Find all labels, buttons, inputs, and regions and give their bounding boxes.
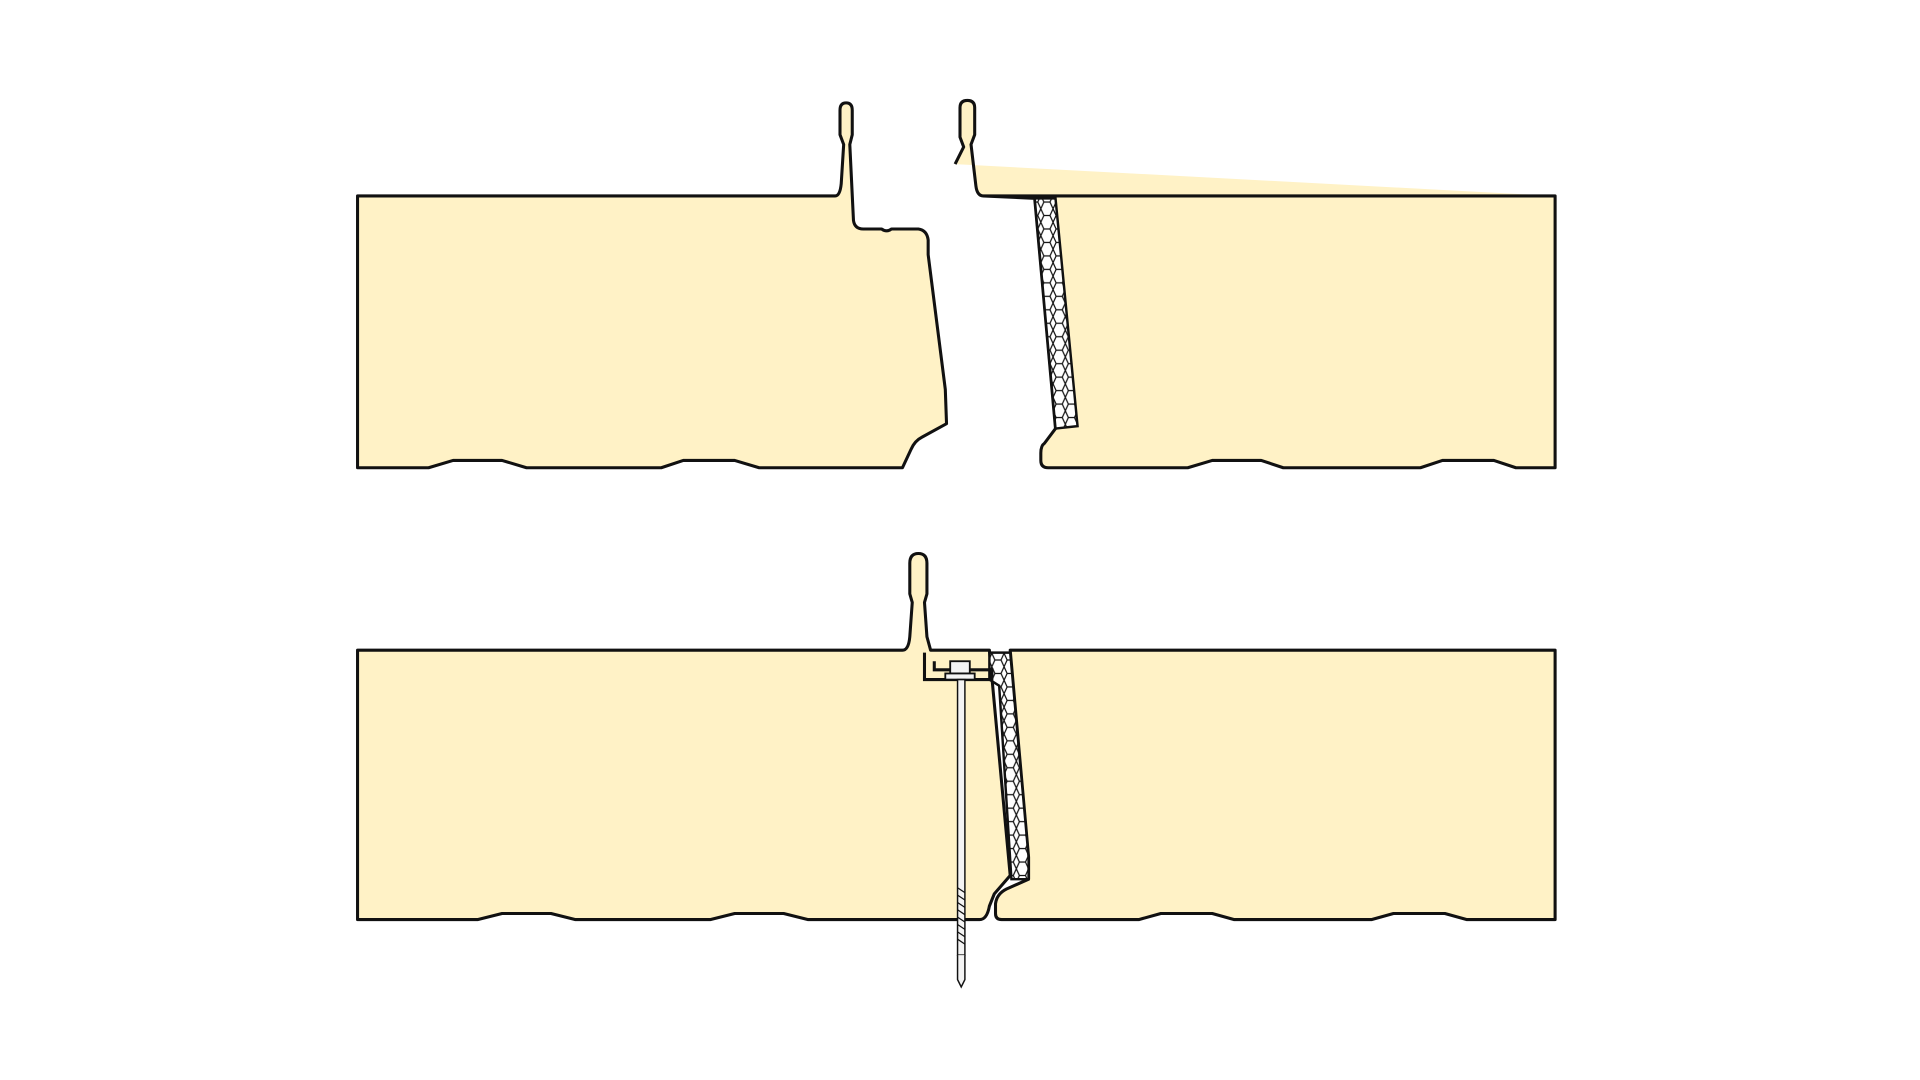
bracket-icon: [922, 652, 994, 682]
foam-gasket-icon: [1033, 197, 1079, 430]
right-panel-top: [953, 98, 1557, 470]
joined-panels: [356, 551, 1557, 989]
left-panel-top: [356, 101, 949, 470]
screw-icon: [944, 660, 976, 989]
separated-panels: [356, 98, 1557, 470]
left-panel-bottom: [356, 551, 1012, 922]
right-panel-bottom: [993, 648, 1557, 922]
